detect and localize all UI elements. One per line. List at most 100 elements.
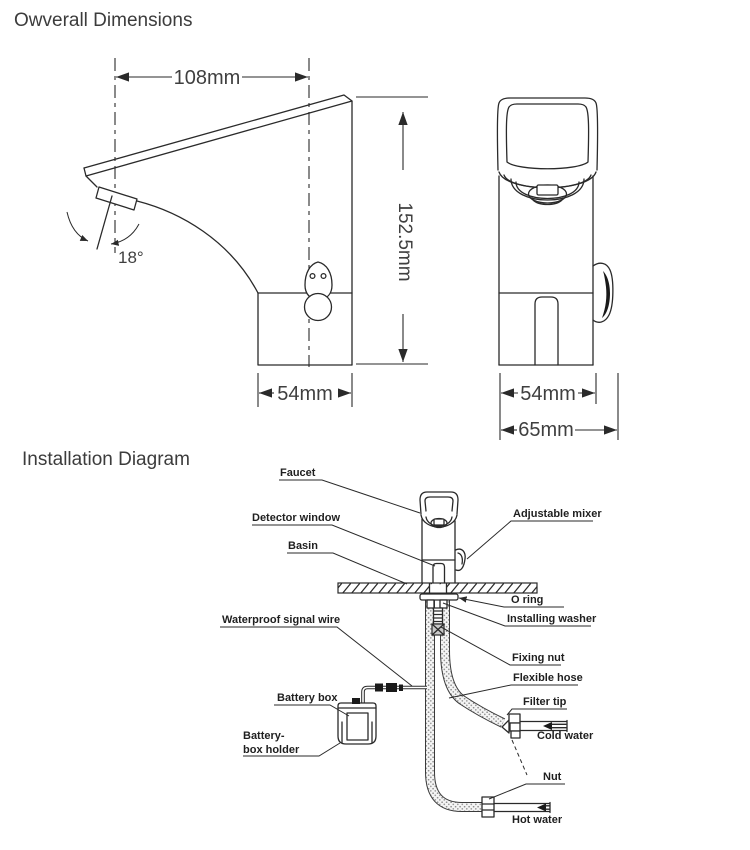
small-head-inner bbox=[424, 496, 454, 512]
cup-outer-arc bbox=[510, 178, 585, 201]
mixer-lever bbox=[592, 262, 614, 323]
spout-bottom-edge bbox=[83, 100, 353, 177]
leader-flexible-hose bbox=[448, 684, 578, 699]
dimension-54mm-front: 54mm bbox=[499, 373, 597, 440]
head-inner-line bbox=[505, 103, 590, 170]
label-basin: Basin bbox=[288, 540, 318, 552]
leader-detector-window bbox=[252, 524, 436, 567]
leader-installing-washer bbox=[442, 602, 591, 627]
faucet-front-view-drawing bbox=[496, 97, 614, 366]
battery-box-body bbox=[346, 712, 369, 741]
sensor-dot-left bbox=[309, 272, 316, 280]
sensor-lens bbox=[303, 292, 333, 322]
sensor-dot-right bbox=[320, 272, 327, 280]
overall-dimensions-title: Owverall Dimensions bbox=[14, 10, 192, 31]
leader-battery-box-holder bbox=[243, 742, 341, 757]
filter-coupling-bottom bbox=[510, 730, 521, 739]
cold-flow-arrow bbox=[543, 722, 552, 730]
dimension-54mm-side-value: 54mm bbox=[277, 383, 333, 405]
spout-top-edge bbox=[83, 94, 353, 366]
flexible-hoses bbox=[425, 599, 506, 812]
signal-wire bbox=[361, 683, 427, 703]
dimension-54mm-front-value: 54mm bbox=[520, 383, 576, 405]
label-battery-box-holder-line1: Battery- bbox=[243, 730, 285, 742]
base-cover-plate bbox=[534, 296, 559, 366]
cold-water-pipe bbox=[519, 719, 568, 733]
label-filter-tip: Filter tip bbox=[523, 696, 567, 708]
leader-battery-box bbox=[274, 704, 350, 717]
spout-tip bbox=[85, 175, 98, 188]
installation-diagram-title: Installation Diagram bbox=[22, 449, 190, 470]
head-outline bbox=[496, 97, 599, 171]
installation-drawing bbox=[337, 491, 568, 818]
label-fixing-nut: Fixing nut bbox=[512, 652, 565, 664]
detector-window-front bbox=[536, 184, 559, 196]
label-o-ring: O ring bbox=[511, 594, 543, 606]
leader-o-ring bbox=[458, 596, 564, 608]
angle-line bbox=[96, 195, 113, 250]
battery-box-assembly bbox=[337, 698, 377, 745]
wire-connector-c bbox=[399, 684, 403, 691]
dimension-152mm-value: 152.5mm bbox=[394, 202, 415, 281]
wire-connector-b bbox=[386, 683, 397, 692]
faucet-side-view-drawing bbox=[83, 58, 353, 367]
dimension-65mm-value: 65mm bbox=[518, 419, 574, 441]
small-mixer-lever bbox=[454, 548, 466, 572]
angle-arc-left bbox=[66, 211, 89, 242]
leader-filter-tip bbox=[506, 708, 567, 716]
leader-fixing-nut bbox=[440, 626, 561, 666]
angle-18-annotation: 18° bbox=[66, 195, 144, 267]
leader-waterproof-signal-wire bbox=[220, 626, 413, 687]
hot-nut bbox=[481, 796, 495, 818]
dimension-65mm: 65mm bbox=[501, 373, 619, 441]
fixing-nut-hatch bbox=[431, 623, 445, 636]
filter-to-nut-dashed-link bbox=[511, 739, 528, 776]
hot-water-pipe bbox=[493, 801, 551, 814]
label-adjustable-mixer: Adjustable mixer bbox=[513, 508, 602, 520]
leader-adjustable-mixer bbox=[466, 520, 593, 560]
wire-connector-a bbox=[375, 683, 383, 692]
base-outline bbox=[257, 292, 353, 366]
label-battery-box: Battery box bbox=[277, 692, 338, 704]
leader-faucet bbox=[279, 479, 421, 514]
dimension-152mm: 152.5mm bbox=[356, 96, 428, 365]
leader-basin bbox=[287, 552, 408, 585]
hot-hose bbox=[426, 599, 482, 811]
cup-inner-arc bbox=[515, 181, 580, 200]
o-ring-flange bbox=[419, 593, 459, 601]
label-flexible-hose: Flexible hose bbox=[513, 672, 583, 684]
filter-coupling-mid bbox=[509, 722, 521, 732]
neck-curve bbox=[136, 200, 259, 294]
small-mixer-lever-inner bbox=[457, 552, 464, 565]
cup-bottom-arc bbox=[532, 199, 563, 206]
hot-flow-arrow bbox=[537, 803, 546, 812]
small-body-edges bbox=[421, 518, 456, 584]
shank-gap bbox=[430, 584, 446, 593]
filter-tip-cone bbox=[501, 719, 510, 734]
small-head-outline bbox=[419, 491, 459, 515]
label-nut: Nut bbox=[543, 771, 562, 783]
filter-tip-assembly bbox=[501, 713, 521, 739]
aerator bbox=[95, 186, 138, 211]
label-installing-washer: Installing washer bbox=[507, 613, 597, 625]
filter-coupling-top bbox=[508, 713, 521, 724]
leader-nut bbox=[488, 783, 565, 800]
dimension-108mm: 108mm bbox=[116, 67, 308, 89]
label-waterproof-signal-wire: Waterproof signal wire bbox=[222, 614, 340, 626]
wire-entry-nub bbox=[352, 698, 360, 704]
installation-callouts: Faucet Detector window Basin Adjustable … bbox=[220, 467, 602, 826]
dimension-54mm-side: 54mm bbox=[257, 373, 353, 407]
hot-water-nut-assembly bbox=[481, 796, 495, 818]
small-detector bbox=[433, 518, 445, 526]
label-battery-box-holder-line2: box holder bbox=[243, 744, 300, 756]
label-faucet: Faucet bbox=[280, 467, 316, 479]
holder-walls bbox=[341, 721, 373, 744]
dimension-108mm-value: 108mm bbox=[174, 67, 241, 89]
angle-arc-right bbox=[110, 223, 140, 246]
label-cold-water: Cold water bbox=[537, 730, 594, 742]
washer-bolt-left bbox=[426, 599, 435, 609]
cold-hose bbox=[441, 599, 505, 727]
mixer-lever-shade bbox=[602, 271, 610, 318]
label-hot-water: Hot water bbox=[512, 814, 563, 826]
